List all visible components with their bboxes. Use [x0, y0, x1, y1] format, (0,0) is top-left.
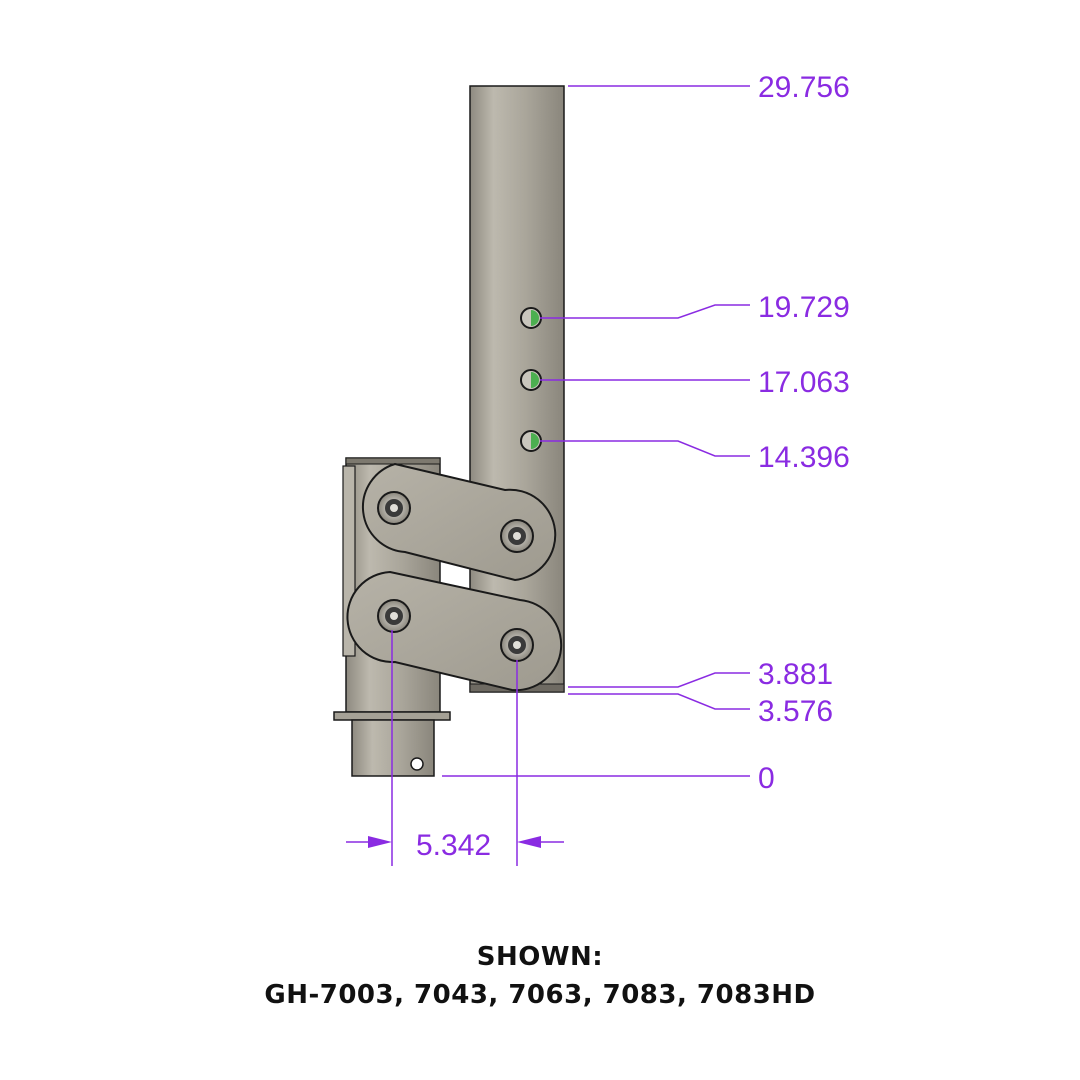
arrow-left-icon [517, 836, 541, 848]
upper-link-plate [362, 462, 557, 582]
dim-hole-middle: 17.063 [758, 366, 850, 399]
hole-lower [520, 430, 542, 452]
hole-upper [520, 307, 542, 329]
leader-tube-bottom-upper [568, 672, 750, 688]
bolt-icon [377, 491, 411, 525]
caption-model-list: GH-7003, 7043, 7063, 7083, 7083HD [264, 980, 816, 1010]
dimension-leaders [346, 85, 750, 866]
bolt-icon [500, 628, 534, 662]
dim-top: 29.756 [758, 71, 850, 104]
leader-hole-upper [540, 304, 750, 319]
pin-hole [410, 757, 424, 771]
arrow-right-icon [368, 836, 392, 848]
caption-shown-label: SHOWN: [476, 942, 604, 972]
dim-hole-upper: 19.729 [758, 291, 850, 324]
hole-middle [520, 369, 542, 391]
bolts [377, 491, 534, 662]
leader-tube-bottom-lower [568, 693, 750, 710]
dimension-arrows [368, 836, 541, 848]
bolt-icon [500, 519, 534, 553]
dim-hole-lower: 14.396 [758, 441, 850, 474]
dim-base: 0 [758, 762, 775, 795]
dim-horizontal-offset: 5.342 [416, 829, 491, 862]
leader-hole-lower [540, 440, 750, 457]
dim-tube-bottom-upper: 3.881 [758, 658, 833, 691]
bolt-icon [377, 599, 411, 633]
dim-tube-bottom-lower: 3.576 [758, 695, 833, 728]
